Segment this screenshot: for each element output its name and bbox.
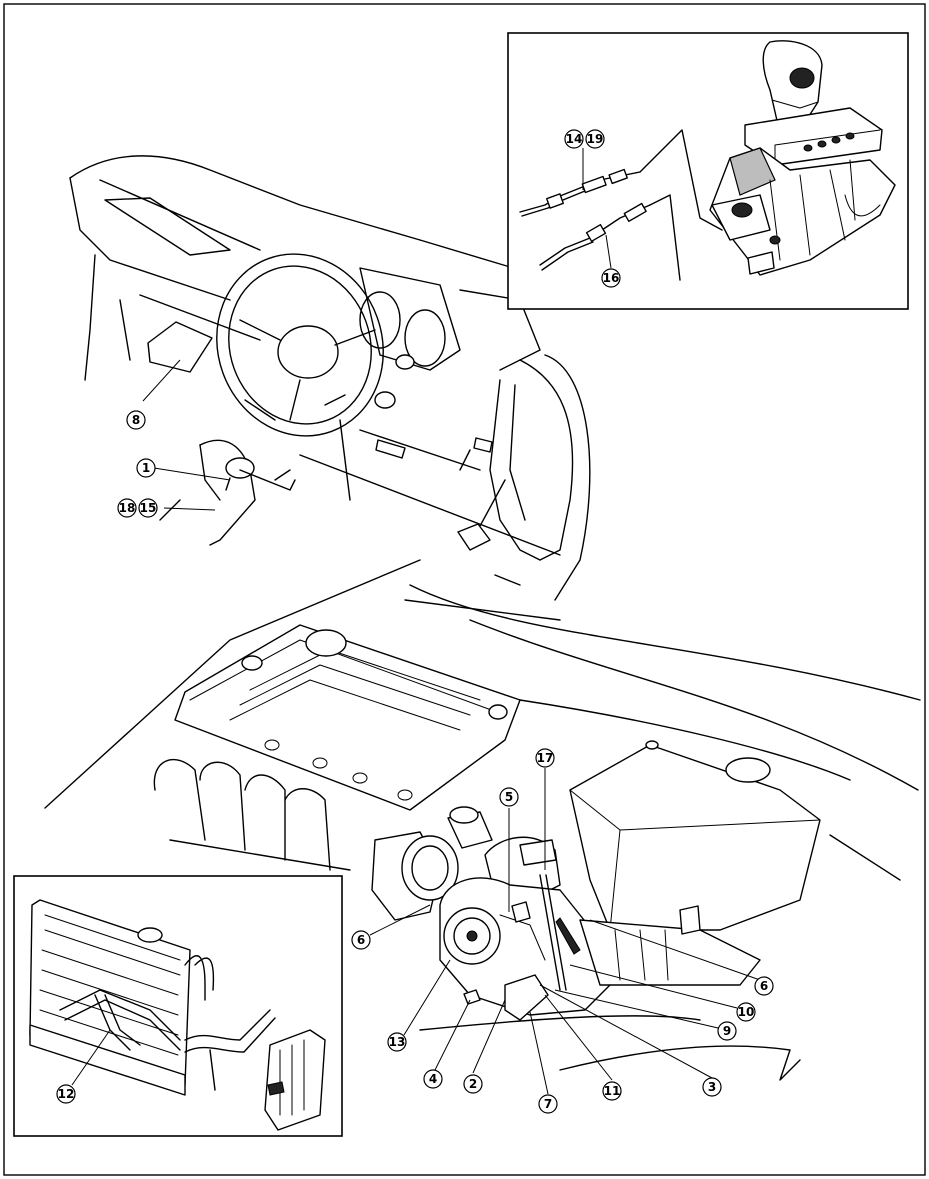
svg-text:4: 4	[429, 1072, 437, 1086]
callout-14: 14	[564, 129, 584, 149]
svg-text:19: 19	[587, 132, 604, 146]
svg-text:16: 16	[603, 271, 620, 285]
svg-text:17: 17	[537, 751, 554, 765]
callout-6-left: 6	[351, 930, 371, 950]
svg-text:5: 5	[505, 790, 513, 804]
callout-12: 12	[56, 1084, 76, 1104]
svg-text:6: 6	[760, 979, 768, 993]
callout-6-right: 6	[754, 976, 774, 996]
svg-text:7: 7	[544, 1097, 552, 1111]
callout-15: 15	[138, 498, 158, 518]
callout-11: 11	[602, 1081, 622, 1101]
callout-19: 19	[585, 129, 605, 149]
svg-text:15: 15	[140, 501, 157, 515]
callout-13: 13	[387, 1032, 407, 1052]
svg-text:18: 18	[119, 501, 136, 515]
callout-10: 10	[736, 1002, 756, 1022]
leader-lines	[71, 148, 761, 1095]
svg-text:12: 12	[58, 1087, 75, 1101]
callout-18: 18	[117, 498, 137, 518]
callout-17: 17	[535, 748, 555, 768]
callout-7: 7	[538, 1094, 558, 1114]
shifter-inset	[507, 32, 909, 310]
callouts: 8 1 18 15 14 19 16 17 5 6 6 10 9 3 11 7 …	[56, 129, 774, 1114]
engine-bay-illustration	[44, 559, 919, 1081]
svg-text:6: 6	[357, 933, 365, 947]
callout-4: 4	[423, 1069, 443, 1089]
callout-8: 8	[126, 410, 146, 430]
svg-text:1: 1	[142, 461, 150, 475]
svg-text:2: 2	[469, 1077, 477, 1091]
svg-text:10: 10	[738, 1005, 755, 1019]
svg-text:11: 11	[604, 1084, 621, 1098]
dashboard-illustration	[69, 155, 921, 701]
svg-text:8: 8	[132, 413, 140, 427]
svg-text:13: 13	[389, 1035, 406, 1049]
callout-2: 2	[463, 1074, 483, 1094]
callout-3: 3	[702, 1077, 722, 1097]
callout-5: 5	[499, 787, 519, 807]
svg-text:9: 9	[723, 1024, 731, 1038]
callout-16: 16	[601, 268, 621, 288]
svg-text:14: 14	[566, 132, 583, 146]
svg-text:3: 3	[708, 1080, 716, 1094]
callout-1: 1	[136, 458, 156, 478]
callout-9: 9	[717, 1021, 737, 1041]
